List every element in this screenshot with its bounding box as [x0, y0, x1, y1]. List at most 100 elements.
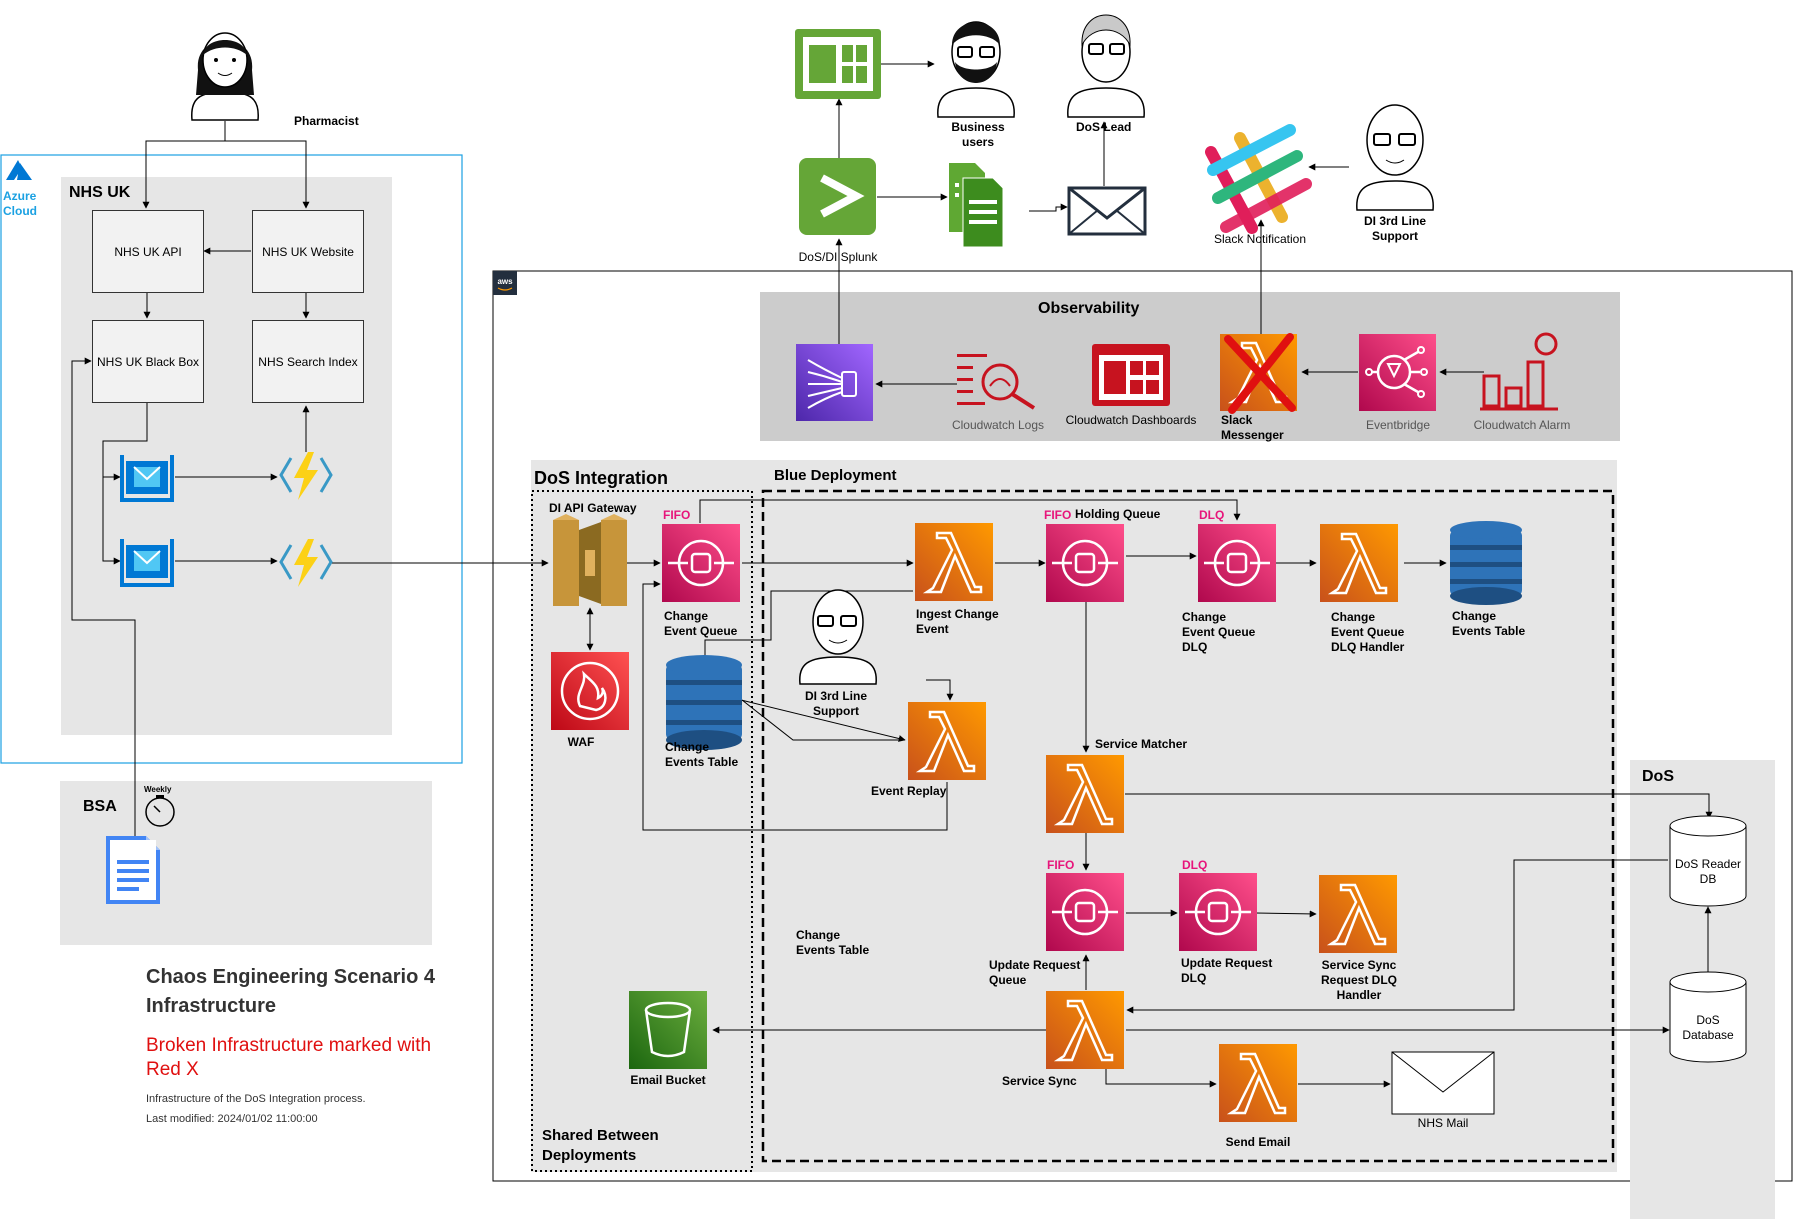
change-events-table-blue-dynamodb-icon [1450, 521, 1522, 605]
splunk-label: DoS/DI Splunk [798, 250, 878, 264]
shared-between-deployments [531, 490, 753, 1172]
dos-integration-label: DoS Integration [534, 468, 668, 488]
dos-reader-db-icon [1669, 815, 1747, 907]
slack-notification-label: Slack Notification [1213, 232, 1307, 246]
service-sync-lambda-icon [1046, 991, 1124, 1069]
dlq-tag-change-event-queue: DLQ [1199, 508, 1225, 522]
update-request-dlq-sqs-icon [1179, 873, 1257, 951]
change-event-queue-dlq-label: Change Event Queue DLQ [1182, 610, 1256, 654]
fifo-tag-update-request-queue: FIFO [1047, 858, 1075, 872]
nhs-uk-website-box: NHS UK Website [252, 210, 364, 293]
update-request-queue-sqs-icon [1046, 873, 1124, 951]
azure-cloud-boundary [0, 154, 463, 764]
service-sync-label: Service Sync [1002, 1074, 1077, 1088]
business-users-label: Business users [951, 120, 1005, 149]
cloudwatch-alarm-icon [1480, 332, 1558, 411]
azure-icon [6, 160, 32, 180]
dos-database-label: DoS Database [1682, 1013, 1734, 1042]
update-request-dlq-label: Update Request DLQ [1181, 956, 1273, 985]
event-replay-lambda-icon [908, 702, 986, 780]
dos-lead-icon [1067, 14, 1145, 118]
nhs-search-index-box: NHS Search Index [252, 320, 364, 403]
business-users-icon [937, 21, 1015, 118]
event-replay-label: Event Replay [871, 784, 947, 798]
change-events-table-shared-label: Change Events Table [665, 740, 739, 769]
di-support-top-label: DI 3rd Line Support [1363, 214, 1426, 243]
holding-queue-sqs-icon [1046, 524, 1124, 602]
di-support-blue-label: DI 3rd Line Support [804, 689, 867, 718]
nhs-uk-api-box: NHS UK API [92, 210, 204, 293]
kinesis-firehose-icon [796, 344, 873, 421]
send-email-lambda-icon [1219, 1044, 1297, 1122]
fifo-tag-change-event-queue: FIFO [663, 508, 691, 522]
service-matcher-lambda-icon [1046, 755, 1124, 833]
splunk-icon [799, 158, 876, 235]
caption-description: Infrastructure of the DoS Integration pr… [146, 1093, 366, 1105]
nhs-uk-black-box-label: NHS UK Black Box [96, 354, 200, 369]
caption-title: Chaos Engineering Scenario 4 Infrastruct… [146, 966, 435, 1017]
azure-function-icon [279, 452, 333, 500]
email-bucket-s3-icon [629, 991, 707, 1069]
nhs-uk-api-label: NHS UK API [114, 244, 182, 259]
last-modified-label: Last modified: 2024/01/02 11:00:00 [146, 1113, 318, 1125]
dos-group-label: DoS [1642, 768, 1674, 785]
dos-reader-db-label: DoS Reader DB [1674, 857, 1742, 886]
dashboard-icon [795, 29, 881, 99]
observability-group [760, 292, 1620, 441]
eventbridge-label: Eventbridge [1365, 418, 1431, 432]
change-events-table-note-label: Change Events Table [796, 928, 870, 957]
dlq-handler-lambda-icon [1320, 524, 1398, 602]
di-support-person-icon [799, 589, 877, 685]
ingest-change-event-label: Ingest Change Event [916, 607, 999, 636]
dlq-handler-label: Change Event Queue DLQ Handler [1331, 610, 1405, 654]
pharmacist-label: Pharmacist [294, 114, 359, 128]
cloudwatch-logs-icon [957, 354, 1036, 410]
change-event-queue-label: Change Event Queue [664, 609, 738, 638]
waf-label: WAF [567, 735, 595, 749]
dlq-tag-update-request: DLQ [1182, 858, 1208, 872]
broken-infrastructure-note: Broken Infrastructure marked with Red X [146, 1035, 432, 1080]
di-support-person-icon [1356, 104, 1434, 211]
change-events-table-blue-label: Change Events Table [1452, 609, 1526, 638]
fifo-tag-holding-queue: FIFO [1044, 508, 1072, 522]
svg-text:aws: aws [497, 277, 513, 286]
email-bucket-label: Email Bucket [630, 1073, 706, 1087]
azure-function-icon [279, 539, 333, 587]
eventbridge-icon [1359, 334, 1436, 411]
pharmacist-icon [191, 32, 259, 121]
cloudwatch-dashboards-icon [1092, 344, 1170, 406]
slack-icon [1205, 124, 1312, 234]
cloudwatch-dashboards-label: Cloudwatch Dashboards [1065, 413, 1197, 427]
document-icon [106, 836, 160, 904]
change-event-queue-sqs-icon [662, 524, 740, 602]
bsa-label: BSA [83, 798, 117, 815]
nhs-mail-label: NHS Mail [1417, 1116, 1469, 1130]
cloudwatch-alarm-label: Cloudwatch Alarm [1473, 418, 1571, 432]
api-gateway-icon [553, 514, 627, 606]
nhs-uk-website-label: NHS UK Website [262, 244, 354, 259]
weekly-label: Weekly [144, 785, 172, 794]
ingest-change-event-lambda-icon [915, 523, 993, 601]
azure-cloud-label: Azure Cloud [3, 189, 37, 218]
dos-database-icon [1669, 971, 1747, 1063]
email-envelope-icon [1067, 186, 1147, 236]
service-sync-dlq-handler-label: Service Sync Request DLQ Handler [1320, 958, 1397, 1002]
service-matcher-label: Service Matcher [1095, 737, 1188, 751]
stopwatch-icon [145, 795, 175, 827]
reports-icon [949, 163, 1004, 248]
nhs-uk-black-box: NHS UK Black Box [92, 320, 204, 403]
service-sync-dlq-handler-lambda-icon [1319, 875, 1397, 953]
blue-deployment-label: Blue Deployment [774, 467, 897, 484]
update-request-queue-label: Update Request Queue [989, 958, 1081, 987]
aws-logo [493, 271, 517, 295]
nhs-mail-envelope-icon [1391, 1051, 1495, 1115]
change-event-queue-dlq-sqs-icon [1198, 524, 1276, 602]
waf-icon [551, 652, 629, 730]
service-bus-queue-icon [120, 455, 174, 502]
nhs-uk-group-label: NHS UK [69, 184, 131, 201]
service-bus-queue-icon [120, 539, 174, 587]
observability-label: Observability [1038, 300, 1140, 317]
shared-deployments-label: Shared Between Deployments [542, 1127, 659, 1164]
